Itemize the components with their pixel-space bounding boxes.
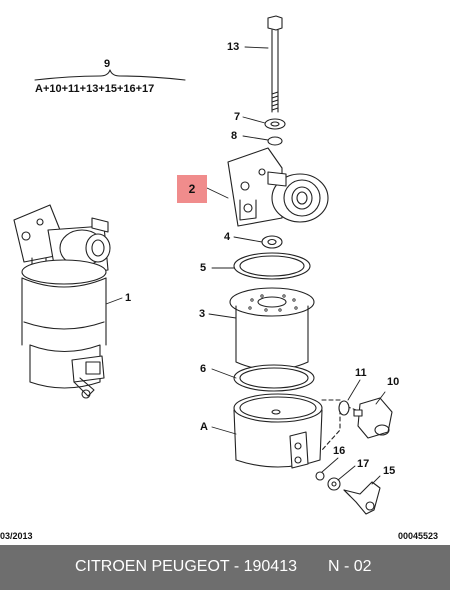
callout-13: 13	[227, 41, 240, 53]
callout-8: 8	[231, 130, 238, 142]
part-10-sensor	[353, 397, 393, 439]
callout-7: 7	[234, 111, 241, 123]
callout-17: 17	[357, 458, 370, 470]
footer-title: CITROEN PEUGEOT - 190413	[75, 558, 297, 575]
callout-3: 3	[199, 308, 206, 320]
part-11-washer	[338, 400, 350, 416]
part-4-washer	[261, 235, 283, 249]
callout-10: 10	[387, 376, 400, 388]
part-16-oring	[315, 471, 325, 481]
part-7-washer	[264, 118, 286, 130]
part-a-bowl	[233, 393, 323, 469]
callout-6: 6	[200, 363, 207, 375]
group-contents-label: A+10+11+13+15+16+17	[35, 83, 155, 95]
part-13-bolt	[267, 15, 283, 113]
part-17-washer	[327, 477, 341, 491]
part-2-filter-head	[227, 147, 329, 227]
callout-4: 4	[224, 231, 231, 243]
exploded-view-drawing	[13, 15, 393, 515]
part-3-filter-element	[229, 287, 315, 371]
part-15-drain-screw	[343, 481, 381, 515]
callout-16: 16	[333, 445, 346, 457]
part-5-seal	[233, 252, 311, 280]
footer-page: N - 02	[328, 558, 372, 575]
callout-a: A	[200, 421, 208, 433]
footer-date: 03/2013	[0, 531, 33, 541]
callout-15: 15	[383, 465, 396, 477]
footer-bar: CITROEN PEUGEOT - 190413 N - 02	[0, 545, 450, 590]
group-bracket	[34, 69, 186, 81]
part-6-seal	[233, 364, 315, 392]
callout-11: 11	[355, 367, 367, 379]
callout-5: 5	[200, 262, 207, 274]
callout-1: 1	[125, 292, 132, 304]
footer-doc-number: 00045523	[398, 531, 439, 541]
leader-lines	[105, 46, 386, 485]
assembled-filter	[13, 204, 111, 399]
group-number-label: 9	[104, 58, 111, 70]
callout-2-highlighted: 2	[177, 175, 207, 203]
part-8-oring	[267, 136, 283, 146]
